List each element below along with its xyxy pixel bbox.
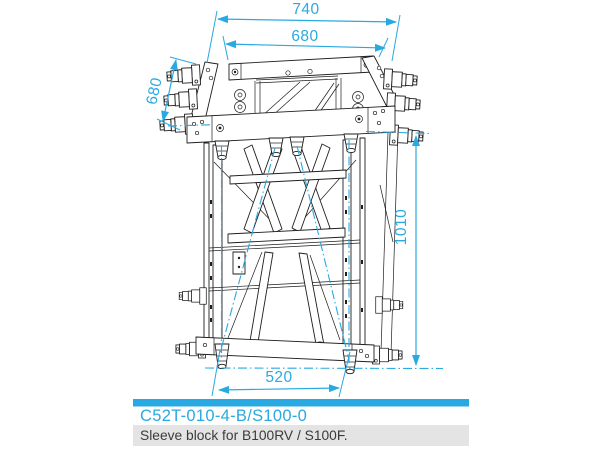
- accent-bar: [133, 399, 469, 407]
- product-description: Sleeve block for B100RV / S100F.: [140, 428, 348, 443]
- dim-label-740: 740: [292, 1, 319, 18]
- product-code: C52T-010-4-B/S100-0: [140, 407, 307, 425]
- bolt-marks: [210, 196, 363, 322]
- product-info: C52T-010-4-B/S100-0 Sleeve block for B10…: [133, 399, 469, 446]
- dimension-520: 520: [211, 349, 351, 398]
- centerlines: [167, 124, 444, 370]
- dimension-680-top: 680: [222, 28, 389, 61]
- conical-coupler: [289, 136, 305, 157]
- spigot-connector: [371, 345, 403, 365]
- spigot-connector: [375, 296, 404, 314]
- dim-label-680-depth: 680: [143, 76, 165, 106]
- conical-coupler: [268, 137, 284, 158]
- conical-coupler: [343, 133, 359, 154]
- dimension-740: 740: [206, 1, 401, 64]
- spigot-connector: [178, 287, 207, 305]
- description-bar: [133, 425, 469, 446]
- dimension-1010: 1010: [393, 135, 420, 366]
- dim-label-520: 520: [265, 369, 292, 386]
- spigot-connector: [383, 68, 418, 90]
- dim-label-1010: 1010: [393, 209, 410, 245]
- truss-sleeve-block-illustration: [159, 55, 424, 375]
- dim-label-680-top: 680: [291, 28, 318, 45]
- dimension-680-depth: 680: [143, 56, 197, 131]
